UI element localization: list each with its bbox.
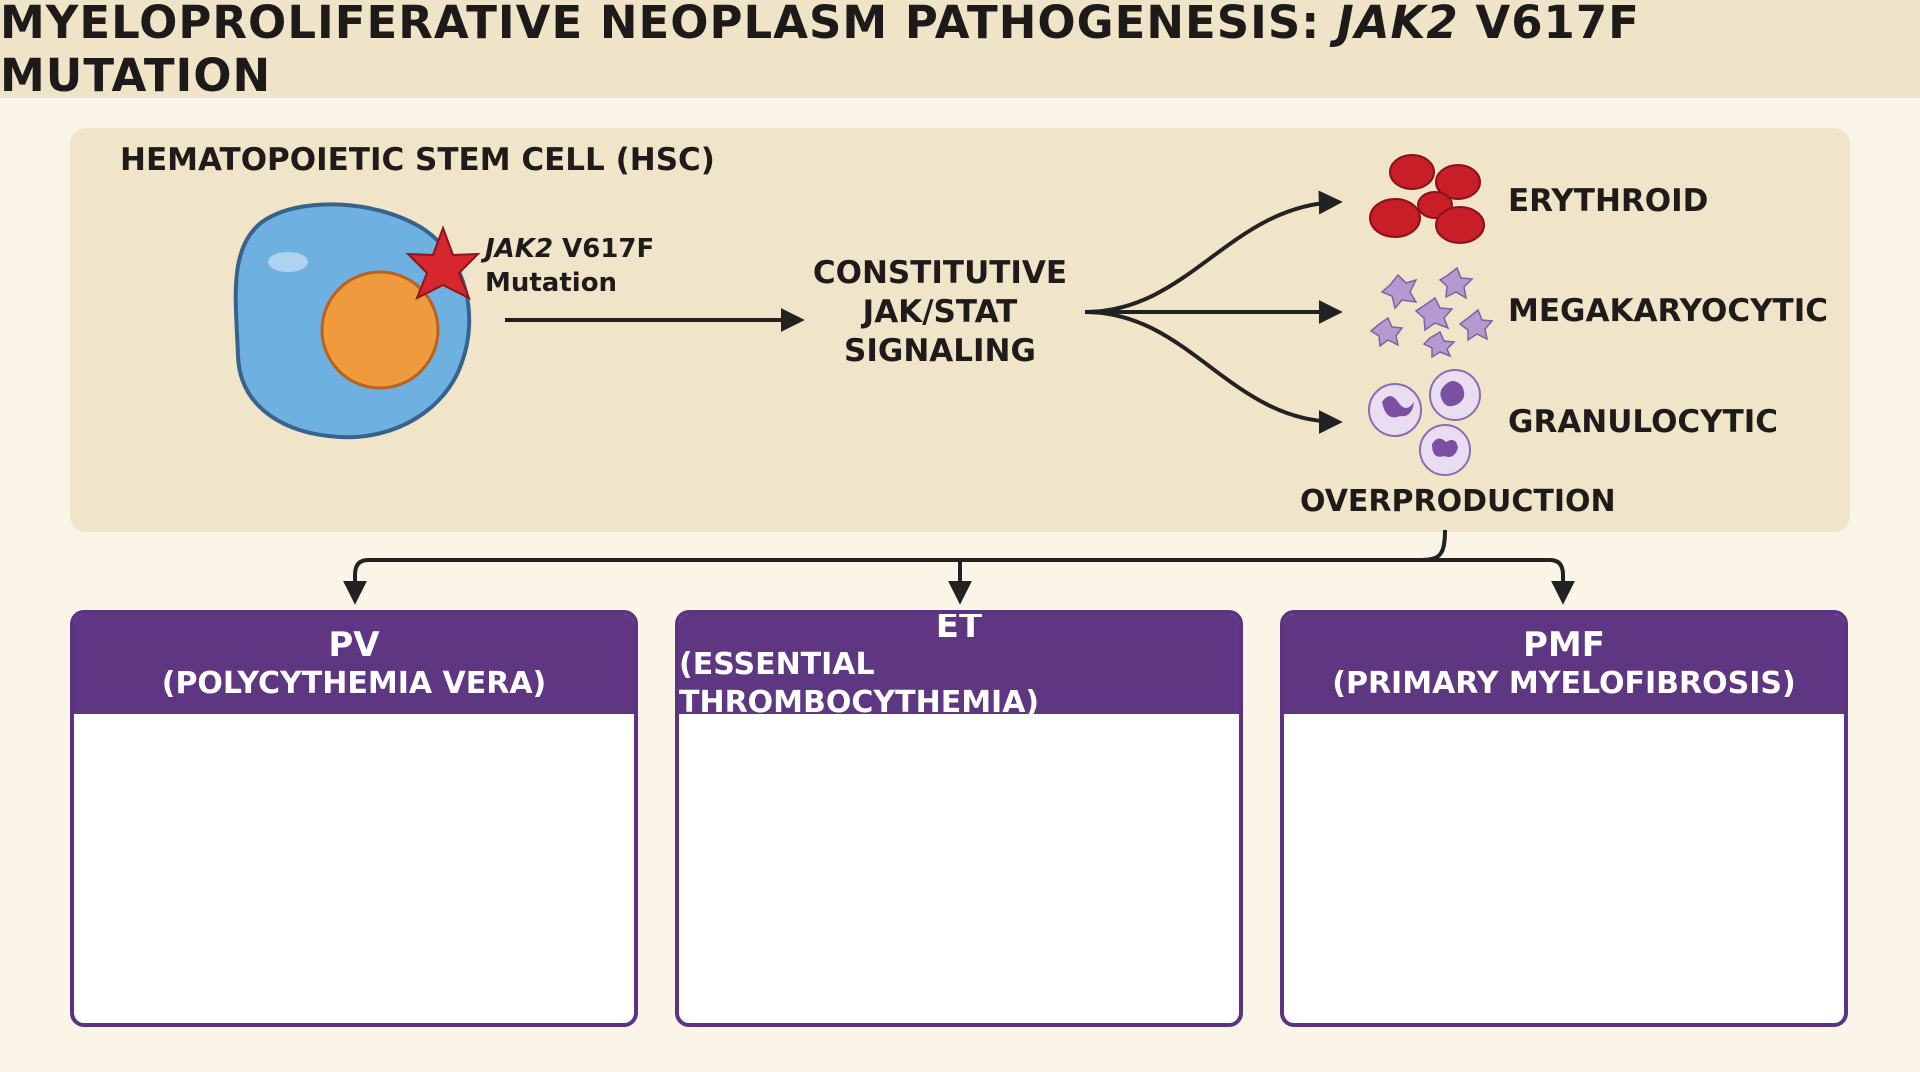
card-header: PMF (PRIMARY MYELOFIBROSIS): [1284, 614, 1844, 714]
stem-cell-icon: [233, 202, 472, 440]
title-bar: MYELOPROLIFERATIVE NEOPLASM PATHOGENESIS…: [0, 0, 1920, 102]
mutation-star-icon: [405, 225, 481, 301]
disease-card-pv: PV (POLYCYTHEMIA VERA): [70, 610, 638, 1027]
disease-card-pmf: PMF (PRIMARY MYELOFIBROSIS): [1280, 610, 1848, 1027]
lineage-fork-arrows: [1084, 190, 1343, 434]
lineage-erythroid-label: ERYTHROID: [1508, 183, 1709, 219]
lineage-granulocytic-label: GRANULOCYTIC: [1508, 404, 1779, 440]
card-header: PV (POLYCYTHEMIA VERA): [74, 614, 634, 714]
erythrocytes-icon: [1369, 154, 1485, 244]
platelets-icon: [1369, 266, 1494, 359]
card-header: ET (ESSENTIAL THROMBOCYTHEMIA): [679, 614, 1239, 720]
granulocytes-icon: [1368, 369, 1481, 476]
hsc-label: HEMATOPOIETIC STEM CELL (HSC): [120, 142, 715, 178]
disease-branch-arrows: [343, 529, 1575, 605]
disease-card-et: ET (ESSENTIAL THROMBOCYTHEMIA): [675, 610, 1243, 1027]
signaling-label: CONSTITUTIVE JAK/STAT SIGNALING: [812, 255, 1068, 369]
overproduction-label: OVERPRODUCTION: [1300, 484, 1616, 519]
mutation-label: JAK2 V617F Mutation: [485, 234, 655, 298]
lineage-megakaryocytic-label: MEGAKARYOCYTIC: [1508, 293, 1828, 329]
page-title: MYELOPROLIFERATIVE NEOPLASM PATHOGENESIS…: [0, 0, 1640, 102]
